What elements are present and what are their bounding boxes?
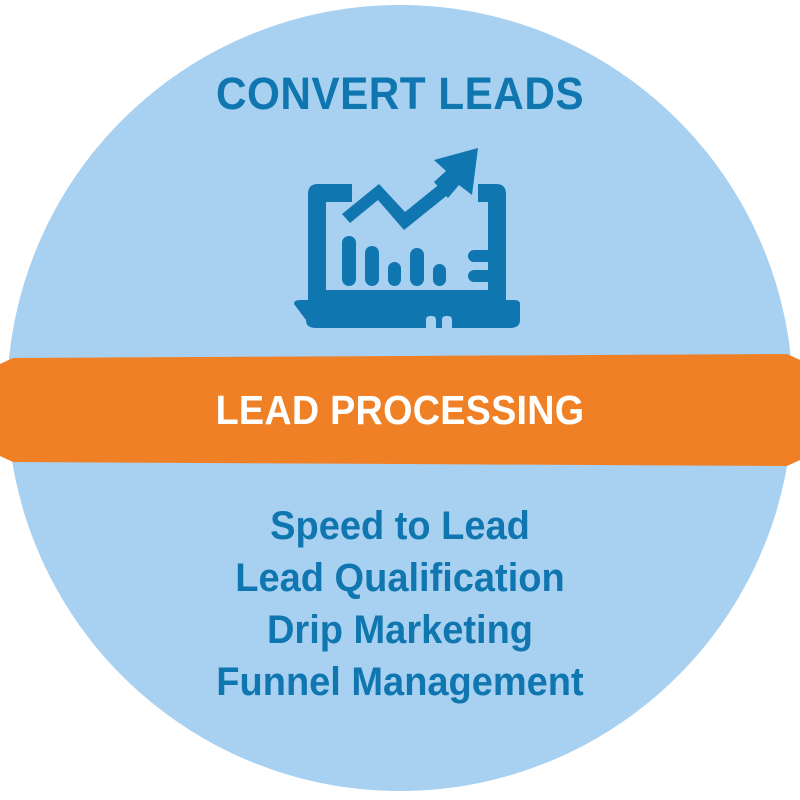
banner-label: LEAD PROCESSING: [215, 386, 585, 433]
laptop-growth-chart-icon: [282, 142, 532, 342]
services-list: Speed to Lead Lead Qualification Drip Ma…: [0, 500, 800, 708]
page-title: CONVERT LEADS: [215, 68, 585, 119]
service-item: Drip Marketing: [266, 608, 534, 652]
service-item: Speed to Lead: [270, 504, 530, 548]
service-item: Lead Qualification: [235, 556, 565, 600]
service-item: Funnel Management: [216, 660, 584, 704]
lead-processing-banner: LEAD PROCESSING: [0, 354, 800, 466]
